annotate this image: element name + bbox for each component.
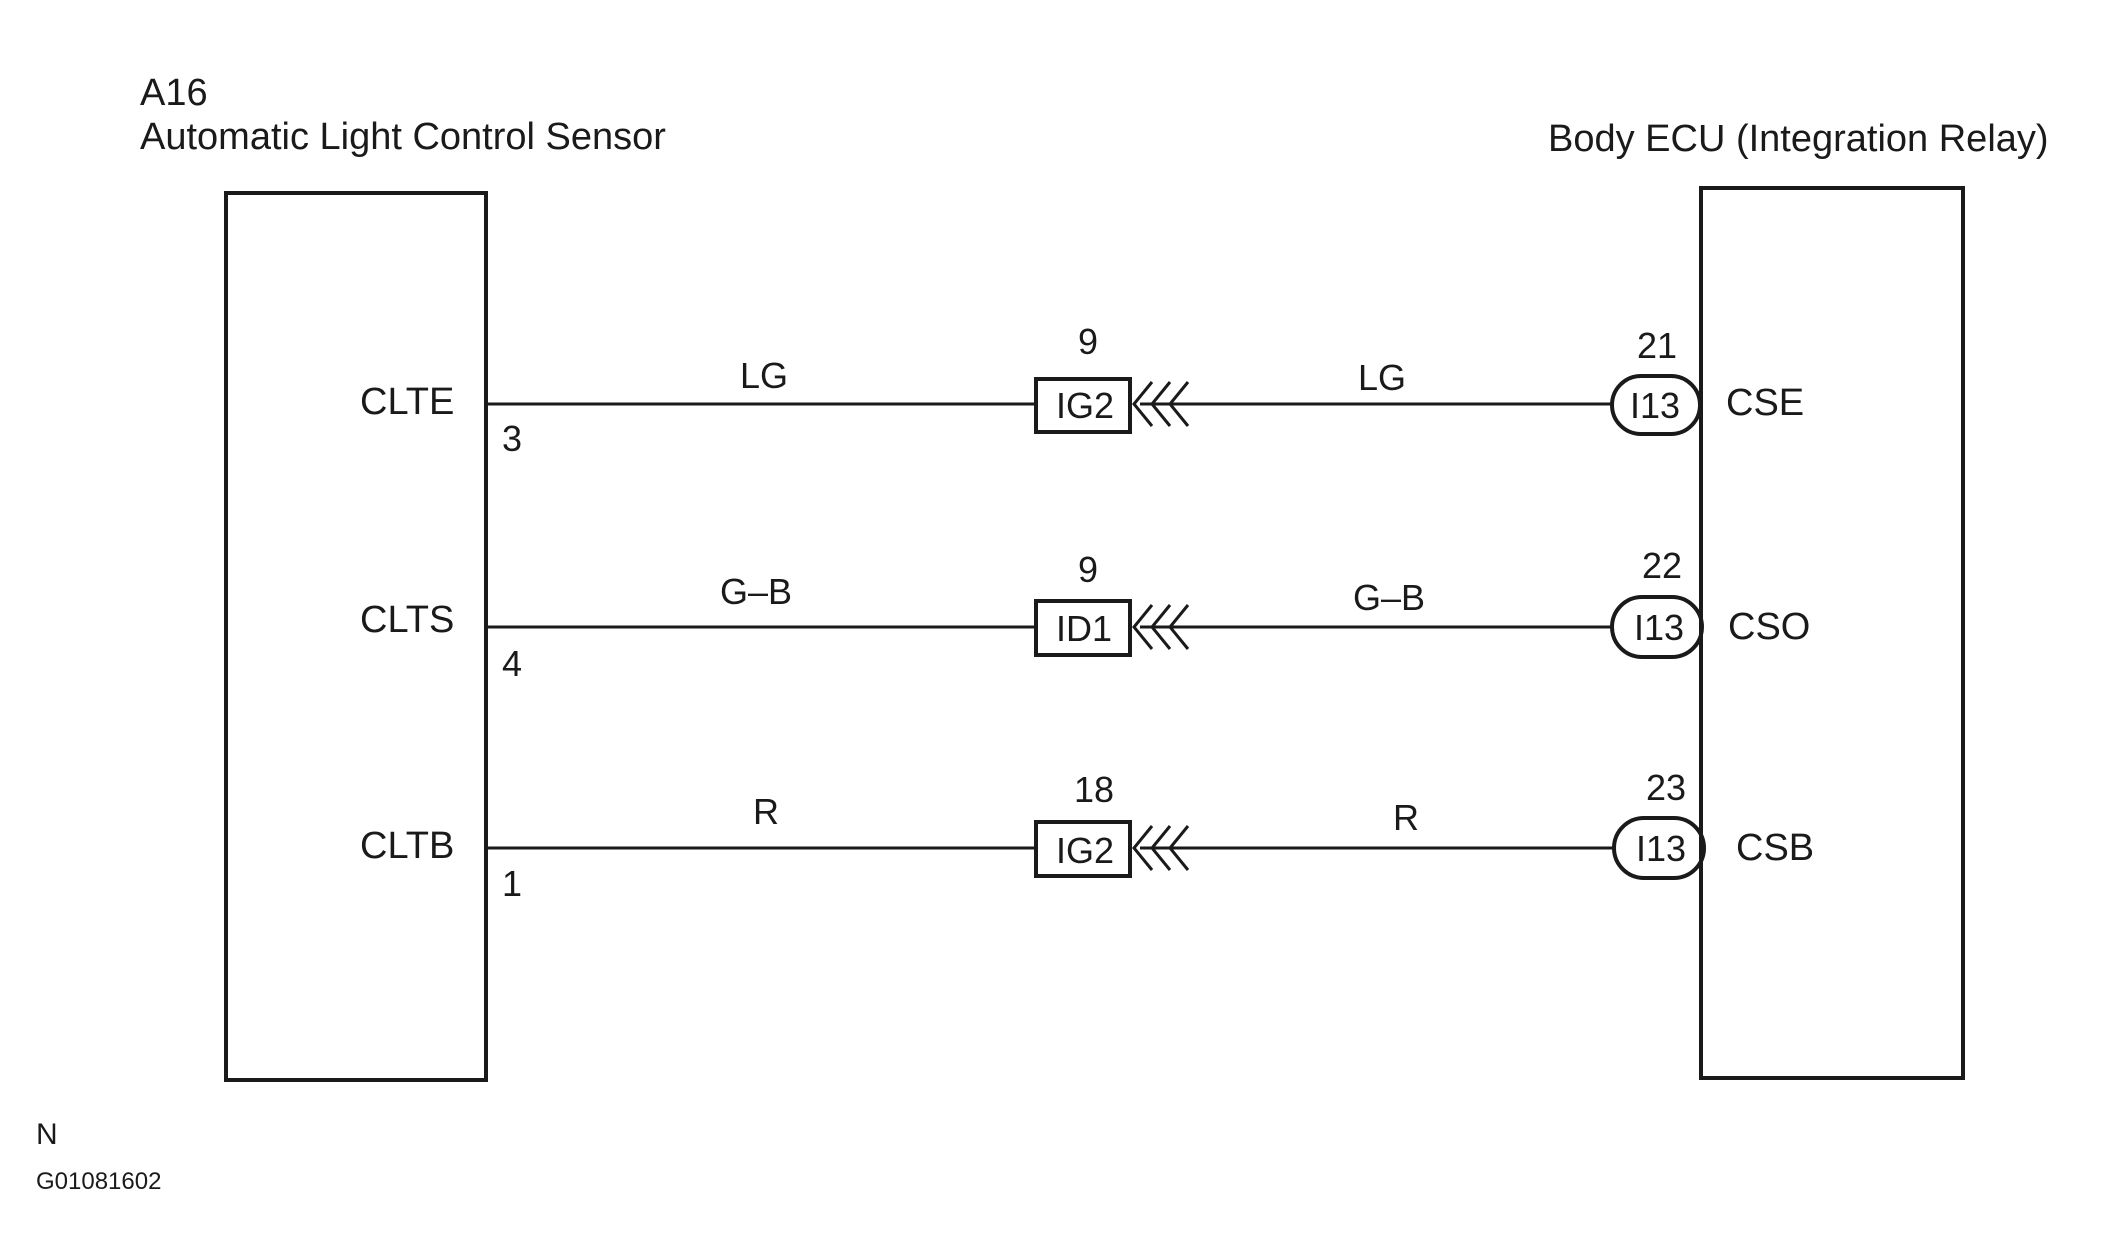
left-pin-number: 4 <box>502 643 523 684</box>
right-connector-code: I13 <box>1630 385 1681 426</box>
circuit-3 <box>486 816 1706 880</box>
wire-color-label: LG <box>1358 357 1407 398</box>
left-terminal-name: CLTE <box>360 381 455 423</box>
right-terminal-name: CSB <box>1736 827 1815 869</box>
right-pin-number: 22 <box>1642 545 1683 586</box>
chevron-icon <box>1132 604 1154 650</box>
left-pin-number: 1 <box>502 863 523 904</box>
wire-color-label: R <box>753 791 779 832</box>
footer-marker: N <box>36 1118 58 1151</box>
circuit-2 <box>486 595 1704 659</box>
connector-capsule-2 <box>1610 595 1704 659</box>
left-pin-number: 3 <box>502 418 523 459</box>
wire-color-label: G–B <box>1353 577 1426 618</box>
chevron-icon <box>1132 381 1154 427</box>
connector-capsule-3 <box>1612 816 1706 880</box>
right-pin-number: 21 <box>1637 325 1678 366</box>
sensor-box <box>224 191 488 1082</box>
figure-code: G01081602 <box>36 1168 162 1195</box>
junction-box-2 <box>1034 599 1132 657</box>
wire-color-label: R <box>1393 797 1419 838</box>
right-terminal-name: CSE <box>1726 382 1805 424</box>
right-pin-number: 23 <box>1646 767 1687 808</box>
wire-color-label: LG <box>740 355 789 396</box>
left-component-id: A16 <box>140 72 208 114</box>
right-connector-code: I13 <box>1634 607 1685 648</box>
circuit-1 <box>486 374 1702 436</box>
right-component-name: Body ECU (Integration Relay) <box>1548 118 2049 160</box>
junction-code: ID1 <box>1056 608 1113 649</box>
junction-pin-number: 9 <box>1078 321 1099 362</box>
left-terminal-name: CLTB <box>360 825 455 867</box>
right-connector-code: I13 <box>1636 828 1687 869</box>
left-component-name: Automatic Light Control Sensor <box>140 116 666 158</box>
junction-box-1 <box>1034 377 1132 434</box>
junction-code: IG2 <box>1056 385 1115 426</box>
chevron-icon <box>1132 825 1154 871</box>
right-terminal-name: CSO <box>1728 606 1811 648</box>
connector-capsule-1 <box>1610 374 1702 436</box>
junction-box-3 <box>1034 820 1132 878</box>
wire-color-label: G–B <box>720 571 793 612</box>
junction-pin-number: 18 <box>1074 769 1115 810</box>
junction-code: IG2 <box>1056 830 1115 871</box>
junction-pin-number: 9 <box>1078 549 1099 590</box>
left-terminal-name: CLTS <box>360 599 455 641</box>
